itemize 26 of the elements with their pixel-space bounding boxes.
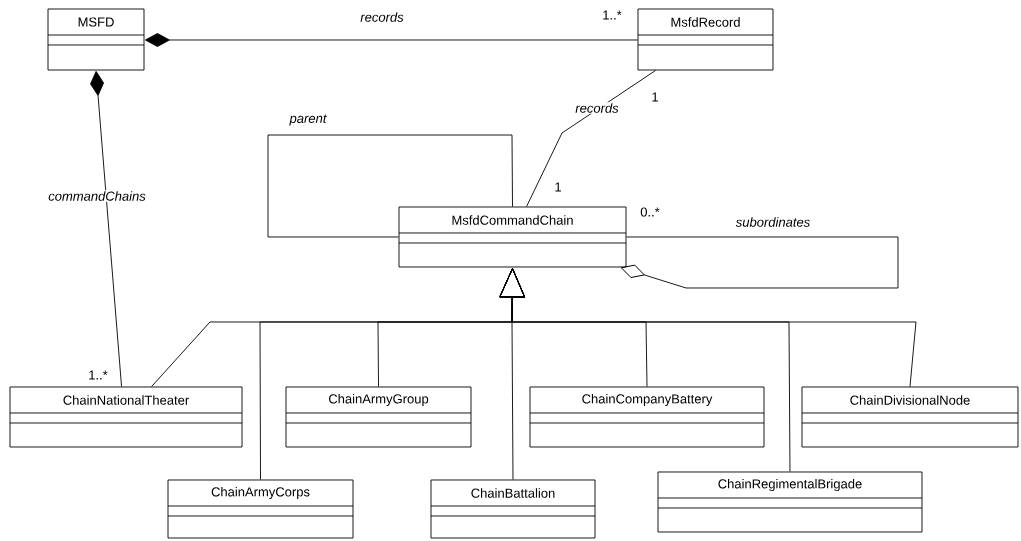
multiplicity-label: 1..* — [603, 10, 622, 20]
class-box: MsfdCommandChain — [398, 206, 627, 268]
composition-line — [620, 236, 899, 289]
edge-label: records — [360, 12, 404, 22]
class-box: ChainCompanyBattery — [529, 386, 765, 448]
class-box: ChainNationalTheater — [9, 386, 243, 448]
class-box: ChainArmyCorps — [167, 479, 354, 539]
class-box: ChainDivisionalNode — [801, 386, 1019, 448]
composition-line — [144, 33, 638, 47]
edge-label: records — [575, 103, 619, 113]
edge-label: commandChains — [48, 191, 146, 201]
class-box: MSFD — [47, 8, 145, 71]
multiplicity-label: 1 — [555, 182, 561, 192]
multiplicity-label: 1 — [652, 92, 658, 102]
class-box: ChainRegimentalBrigade — [657, 471, 923, 533]
class-box: ChainBattalion — [430, 479, 596, 539]
association-line — [526, 70, 656, 207]
multiplicity-label: 0..* — [640, 207, 660, 217]
class-box: MsfdRecord — [637, 8, 774, 71]
association-line — [267, 134, 513, 238]
edge-label: parent — [289, 114, 327, 126]
generalization-arrow — [499, 268, 917, 387]
class-box: ChainArmyGroup — [285, 386, 472, 448]
multiplicity-label: 1..* — [89, 370, 108, 380]
edge-label: subordinates — [735, 217, 810, 227]
composition-line — [90, 70, 122, 387]
